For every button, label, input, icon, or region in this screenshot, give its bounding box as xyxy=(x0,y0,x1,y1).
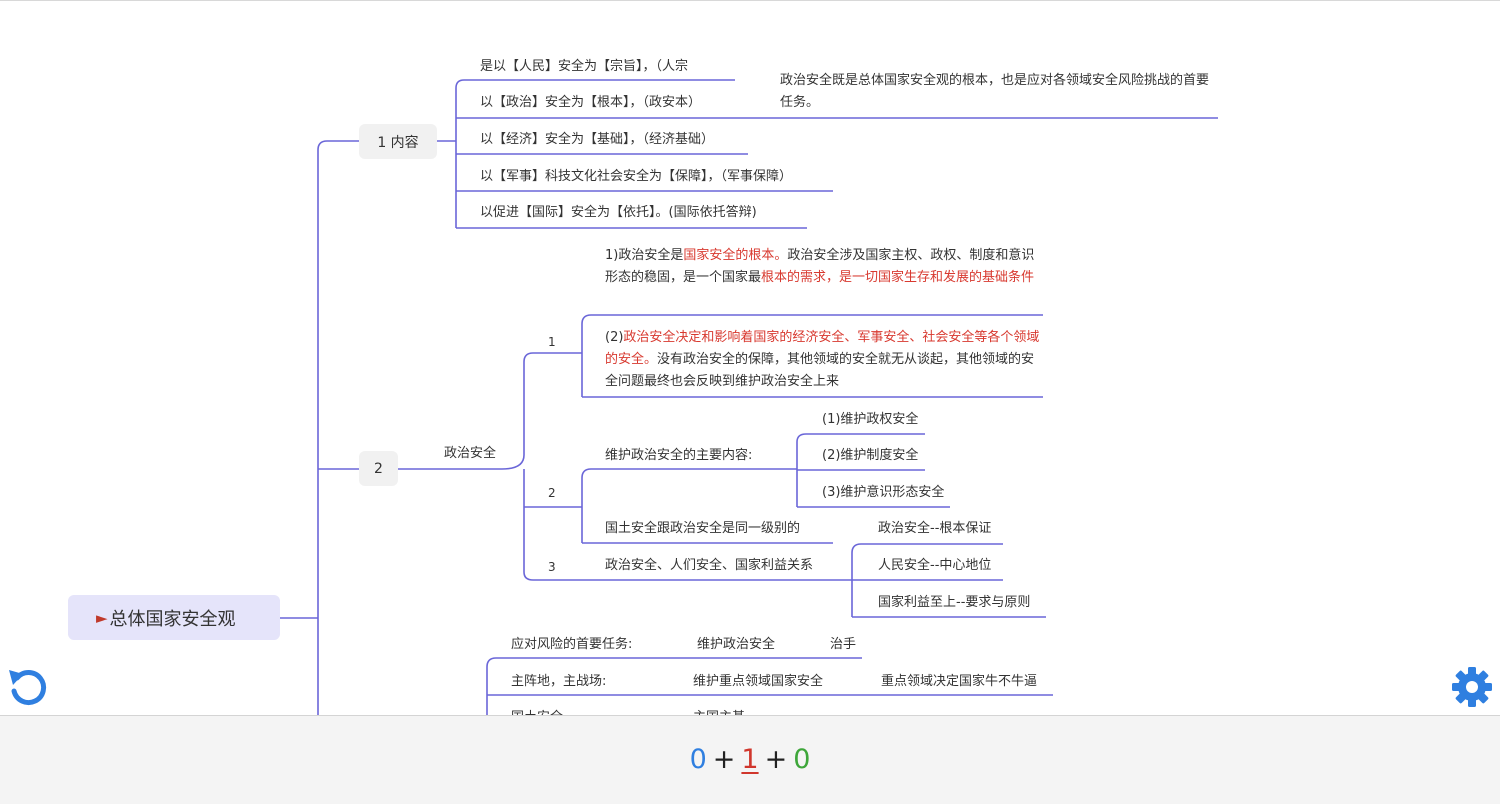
mindmap-connectors xyxy=(280,79,1218,715)
sub-node-3-num[interactable]: 3 xyxy=(548,560,556,574)
root-node-label: 总体国家安全观 xyxy=(109,608,236,630)
b3-row2-a[interactable]: 主阵地，主战场: xyxy=(511,674,607,689)
content-note[interactable]: 政治安全既是总体国家安全观的根本，也是应对各领域安全风险挑战的首要任务。 xyxy=(780,73,1210,110)
content-item-4[interactable]: 以【军事】科技文化社会安全为【保障】，（军事保障） xyxy=(480,169,793,184)
score-plus-2: + xyxy=(764,744,788,775)
b3-row3-b[interactable]: 主国主基 xyxy=(693,707,745,715)
branch-node-content[interactable]: 1 内容 xyxy=(359,124,437,159)
undo-icon[interactable] xyxy=(6,665,50,709)
sub1-paragraph-2[interactable]: (2)政治安全决定和影响着国家的经济安全、军事安全、社会安全等各个领域的安全。没… xyxy=(605,327,1045,393)
b3-row1-b[interactable]: 维护政治安全 xyxy=(697,637,776,652)
b3-row2-c[interactable]: 重点领域决定国家牛不牛逼 xyxy=(881,674,1038,689)
bottom-score-bar: 0+1+0 xyxy=(0,715,1500,804)
p2-text-b: 政治安全决定和影响着国家的经济安全、军事安全、社会安全等各个领域的安全。 xyxy=(605,330,1040,367)
content-item-3[interactable]: 以【经济】安全为【基础】，（经济基础） xyxy=(480,132,715,147)
top-divider xyxy=(0,0,1500,1)
b3-row1-c[interactable]: 治手 xyxy=(830,637,857,652)
sub3-item-1[interactable]: 政治安全--根本保证 xyxy=(878,521,992,536)
content-item-1[interactable]: 是以【人民】安全为【宗旨】，（人宗 xyxy=(480,59,689,74)
sub-node-2-num[interactable]: 2 xyxy=(548,486,556,500)
score-green[interactable]: 0 xyxy=(793,744,811,775)
score-display: 0+1+0 xyxy=(0,744,1500,775)
b3-row1-a[interactable]: 应对风险的首要任务: xyxy=(511,637,633,652)
p1-text-c: 政治安全涉及国家主权、政权、制度和意识形态的稳固，是一个国家最 xyxy=(605,248,1035,285)
p2-text-a: (2) xyxy=(605,330,624,345)
score-red[interactable]: 1 xyxy=(741,744,759,775)
p1-text-d: 根本的需求，是一切国家生存和发展的基础条件 xyxy=(761,270,1035,285)
gear-icon[interactable] xyxy=(1450,665,1494,709)
triangle-flag-icon: ► xyxy=(96,608,108,627)
mindmap-canvas[interactable]: ► 总体国家安全观 1 内容 是以【人民】安全为【宗旨】，（人宗 以【政治】安全… xyxy=(0,0,1500,715)
branch-node-2[interactable]: 2 xyxy=(359,451,398,486)
sub3-item-2[interactable]: 人民安全--中心地位 xyxy=(878,558,992,573)
b3-row2-b[interactable]: 维护重点领域国家安全 xyxy=(693,674,824,689)
sub2-item-1[interactable]: (1)维护政权安全 xyxy=(822,412,919,427)
p1-text-b: 国家安全的根本。 xyxy=(683,248,788,263)
root-node[interactable]: ► 总体国家安全观 xyxy=(68,595,280,640)
topic-political-security[interactable]: 政治安全 xyxy=(444,446,497,461)
branch-node-content-label: 1 内容 xyxy=(377,134,419,151)
sub2-extra[interactable]: 国土安全跟政治安全是同一级别的 xyxy=(605,521,801,536)
sub2-item-3[interactable]: (3)维护意识形态安全 xyxy=(822,485,945,500)
sub3-item-3[interactable]: 国家利益至上--要求与原则 xyxy=(878,595,1031,610)
sub2-main[interactable]: 维护政治安全的主要内容: xyxy=(605,448,753,463)
sub2-item-2[interactable]: (2)维护制度安全 xyxy=(822,448,919,463)
branch-node-2-label: 2 xyxy=(374,460,383,477)
sub3-main[interactable]: 政治安全、人们安全、国家利益关系 xyxy=(605,558,814,573)
b3-row3-a[interactable]: 国土安全 xyxy=(511,707,563,715)
p1-text-a: 1)政治安全是 xyxy=(605,248,684,263)
content-item-5[interactable]: 以促进【国际】安全为【依托】。(国际依托答辩) xyxy=(480,205,757,220)
score-plus-1: + xyxy=(712,744,736,775)
content-item-2[interactable]: 以【政治】安全为【根本】，（政安本） xyxy=(480,95,702,110)
sub-node-1-num[interactable]: 1 xyxy=(548,335,556,349)
score-blue[interactable]: 0 xyxy=(689,744,707,775)
p2-text-c: 没有政治安全的保障，其他领域的安全就无从谈起，其他领域的安全问题最终也会反映到维… xyxy=(605,352,1035,389)
sub1-paragraph-1[interactable]: 1)政治安全是国家安全的根本。政治安全涉及国家主权、政权、制度和意识形态的稳固，… xyxy=(605,245,1045,289)
